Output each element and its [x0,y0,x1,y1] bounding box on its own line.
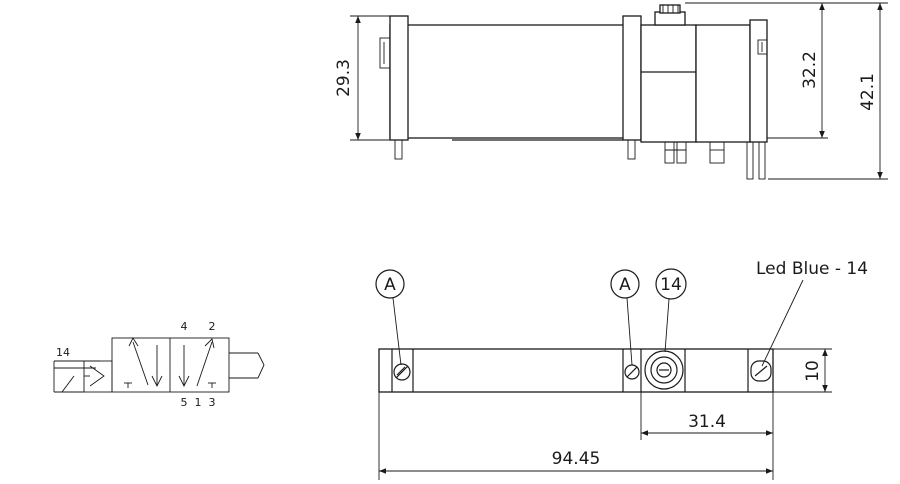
valve-symbol-box [111,337,230,393]
led-blue-label: Led Blue - 14 [756,259,868,279]
port-2-label: 2 [209,320,216,333]
led-window [750,360,772,382]
dim-32-2: 32.2 [800,51,820,89]
callout-a-left [375,269,405,299]
right-pin-b [758,141,766,180]
pin-connector [709,141,725,164]
dim-10: 10 [803,360,823,382]
callout-14 [655,268,687,300]
port-4-label: 4 [181,320,188,333]
dim-94-45: 94.45 [552,449,601,469]
port-3-label: 3 [209,396,216,409]
port-14-label: 14 [56,346,70,359]
pin-14b [676,141,687,164]
middle-plate [622,15,642,141]
dim-29-3: 29.3 [334,59,354,97]
callout-a-right-label: A [619,275,631,295]
left-end-plate [389,15,409,141]
manual-override-knob [654,11,686,26]
pin-14a [664,141,675,164]
dim-42-1: 42.1 [858,73,878,111]
connector-14-outer [644,350,684,390]
screw-a-left [393,363,411,381]
port-1-label: 1 [195,396,202,409]
solenoid-block [640,24,697,143]
connector-14-inner [650,356,678,384]
middle-pin [627,139,636,160]
left-pin [394,139,403,160]
callout-a-left-label: A [384,275,396,295]
callout-a-right [610,269,640,299]
right-pin-a [746,141,754,180]
port-5-label: 5 [181,396,188,409]
right-tab [757,39,768,55]
valve-top-outline [378,348,774,393]
right-end-plate [749,19,768,143]
dim-31-4: 31.4 [688,412,726,432]
side-view: 29.3 32.2 42.1 [334,2,888,180]
connector-block [695,24,751,143]
left-tab [379,37,391,69]
top-view: A A 14 Led Blue - 14 10 31.4 94.45 [375,259,868,480]
valve-body [389,24,641,139]
callout-14-label: 14 [660,275,682,295]
pneumatic-symbol: 14 4 2 5 1 3 [53,320,265,409]
